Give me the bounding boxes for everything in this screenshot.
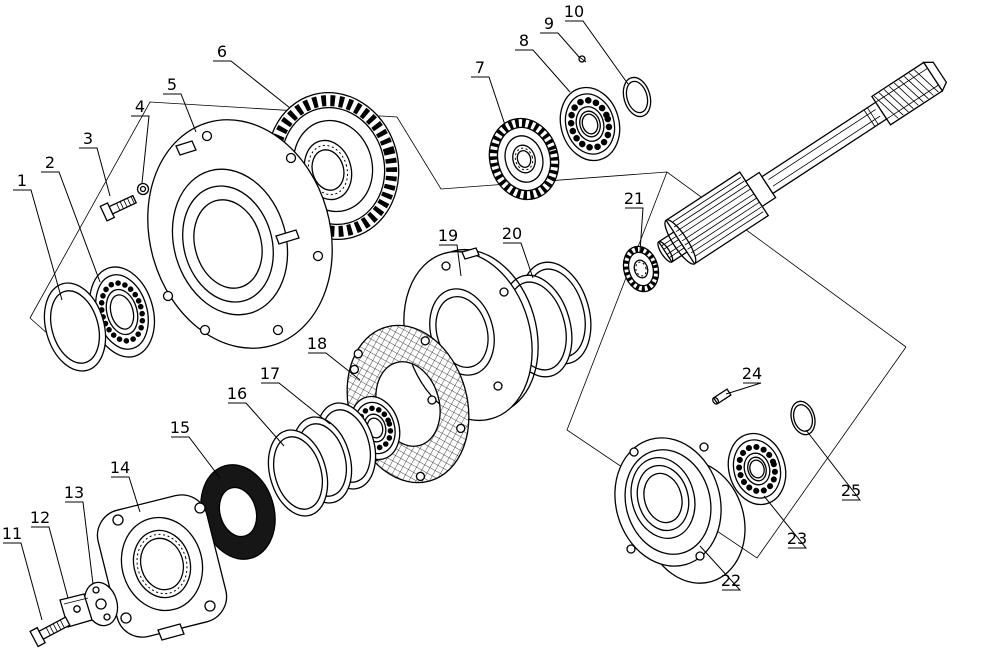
leader-line bbox=[308, 352, 361, 381]
part-number: 5 bbox=[167, 75, 177, 94]
part-9-screw bbox=[577, 55, 587, 63]
leader-line bbox=[805, 429, 862, 501]
part-number: 7 bbox=[475, 58, 485, 77]
leader-line bbox=[65, 501, 94, 585]
part-number: 4 bbox=[135, 97, 145, 116]
part-number: 24 bbox=[742, 364, 762, 383]
part-11-bolt bbox=[29, 616, 71, 648]
leader-line bbox=[13, 189, 63, 301]
part-number: 22 bbox=[721, 571, 741, 590]
leader-line bbox=[228, 402, 285, 447]
part-8-ball-bearing bbox=[559, 86, 621, 162]
callout-14-retainer-housing: 14 bbox=[110, 458, 141, 513]
callout-13-cover-plate: 13 bbox=[64, 483, 94, 585]
part-number: 2 bbox=[45, 153, 55, 172]
leader-line bbox=[515, 49, 571, 93]
part-number: 14 bbox=[110, 458, 130, 477]
leader-line bbox=[503, 242, 534, 279]
callout-9-screw: 9 bbox=[540, 14, 580, 58]
part-22-bearing-retainer bbox=[614, 437, 746, 584]
leader-line bbox=[163, 93, 197, 133]
callout-1-snap-ring: 1 bbox=[13, 171, 63, 301]
leader-line bbox=[111, 476, 141, 513]
part-number: 18 bbox=[307, 334, 327, 353]
part-12-lock-plate bbox=[59, 593, 93, 628]
leader-line bbox=[565, 20, 629, 85]
callout-5-hub-housing: 5 bbox=[163, 75, 197, 133]
part-5-hub-housing bbox=[147, 119, 333, 349]
part-3-bolt bbox=[99, 194, 138, 222]
callout-25-o-ring: 25 bbox=[805, 429, 862, 501]
callout-10-seal-ring: 10 bbox=[564, 2, 629, 85]
part-number: 13 bbox=[64, 483, 84, 502]
part-number: 15 bbox=[170, 418, 190, 437]
leader-line bbox=[31, 526, 69, 599]
leader-line bbox=[540, 32, 580, 58]
leader-line bbox=[439, 244, 462, 277]
callout-21-gear: 21 bbox=[624, 189, 644, 253]
leader-line bbox=[471, 76, 507, 129]
callout-6-drive-gear: 6 bbox=[213, 42, 291, 109]
leader-line bbox=[261, 382, 331, 425]
part-number: 1 bbox=[17, 171, 27, 190]
part-number: 19 bbox=[438, 226, 458, 245]
part-7-pinion-gear bbox=[488, 117, 560, 201]
part-number: 11 bbox=[2, 524, 22, 543]
part-number: 12 bbox=[30, 508, 50, 527]
leader-line bbox=[171, 436, 221, 479]
part-10-seal-ring bbox=[622, 76, 652, 118]
callout-18-gasket: 18 bbox=[307, 334, 361, 381]
leader-line bbox=[131, 115, 150, 184]
callout-17-ring: 17 bbox=[260, 364, 331, 425]
part-shaft bbox=[657, 61, 948, 265]
leader-line bbox=[699, 545, 742, 591]
part-23-ball-bearing bbox=[727, 432, 787, 506]
part-25-o-ring bbox=[790, 400, 816, 436]
part-1-snap-ring bbox=[43, 282, 107, 372]
callout-20-rings: 20 bbox=[502, 224, 534, 279]
callout-22-bearing-retainer: 22 bbox=[699, 545, 742, 591]
callout-11-bolt: 11 bbox=[2, 524, 43, 621]
leader-line bbox=[725, 382, 762, 395]
part-15-friction-disc bbox=[200, 464, 276, 560]
part-4-washer bbox=[136, 182, 150, 196]
part-24-pin bbox=[712, 388, 732, 405]
leader-line bbox=[625, 207, 644, 253]
callout-15-friction-disc: 15 bbox=[170, 418, 221, 479]
callout-7-pinion-gear: 7 bbox=[471, 58, 507, 129]
callout-3-bolt: 3 bbox=[79, 129, 111, 197]
part-number: 9 bbox=[544, 14, 554, 33]
part-number: 8 bbox=[519, 31, 529, 50]
callout-23-ball-bearing: 23 bbox=[763, 495, 808, 549]
part-14-retainer-housing bbox=[96, 494, 228, 641]
callout-12-lock-plate: 12 bbox=[30, 508, 69, 599]
part-number: 16 bbox=[227, 384, 247, 403]
part-number: 20 bbox=[502, 224, 522, 243]
part-number: 6 bbox=[217, 42, 227, 61]
leader-line bbox=[3, 542, 43, 621]
part-number: 3 bbox=[83, 129, 93, 148]
part-16-rings bbox=[267, 416, 353, 517]
part-number: 21 bbox=[624, 189, 644, 208]
callout-16-rings: 16 bbox=[227, 384, 285, 447]
callout-2-bearing-race: 2 bbox=[41, 153, 101, 283]
leader-line bbox=[41, 171, 101, 283]
leader-line bbox=[213, 60, 291, 109]
part-number: 23 bbox=[787, 529, 807, 548]
leader-line bbox=[763, 495, 808, 549]
callout-19-carrier-plate: 19 bbox=[438, 226, 462, 277]
part-number: 17 bbox=[260, 364, 280, 383]
leader-line bbox=[79, 147, 111, 197]
callout-24-pin: 24 bbox=[725, 364, 762, 395]
callout-8-ball-bearing: 8 bbox=[515, 31, 571, 93]
callout-4-washer: 4 bbox=[131, 97, 150, 184]
part-21-gear bbox=[622, 245, 660, 293]
part-number: 10 bbox=[564, 2, 584, 21]
part-13-cover-plate bbox=[83, 581, 119, 627]
part-number: 25 bbox=[841, 481, 861, 500]
